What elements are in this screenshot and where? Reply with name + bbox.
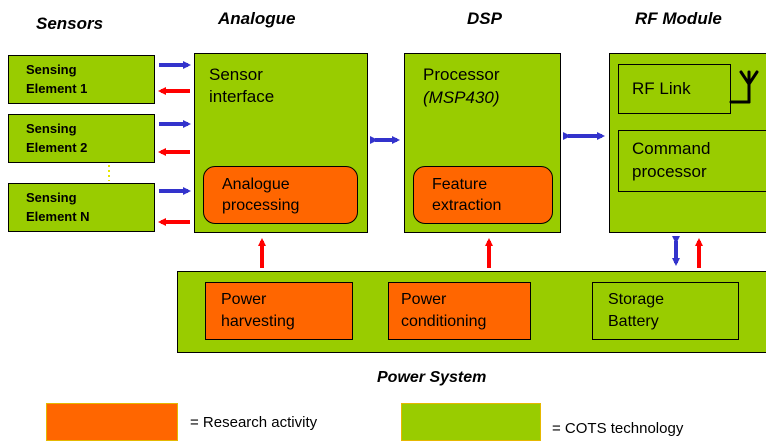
heading-sensors: Sensors [36,14,104,33]
analogue-processing-block: Analogue processing [203,166,358,224]
heading-power-system: Power System [377,369,487,386]
sensing-element-1-line1: Sensing [26,62,77,77]
sensing-element-n-line1: Sensing [26,190,77,205]
rf-link-label: RF Link [632,79,691,98]
power-conditioning-line2: conditioning [401,313,487,330]
sensing-element-n-line2: Element N [26,209,90,224]
legend-research-label: = Research activity [190,414,318,431]
processor-title-line2: (MSP430) [423,88,500,107]
storage-battery-line1: Storage [608,291,665,308]
legend-cots-label: = COTS technology [552,420,684,437]
power-harvesting-line1: Power [221,291,267,308]
power-conditioning-line1: Power [401,291,447,308]
power-harvesting-block: Power harvesting [205,282,353,340]
sensor-interface-title-line2: interface [209,87,275,106]
sensing-element-2: Sensing Element 2 [8,114,155,163]
feature-extraction-line1: Feature [432,176,488,193]
feature-extraction-block: Feature extraction [413,166,553,224]
storage-battery-line2: Battery [608,313,659,330]
sensor-interface-title-line1: Sensor [209,65,263,84]
command-processor-line2: processor [632,162,707,181]
processor-title-line1: Processor [423,65,500,84]
sensing-element-2-line1: Sensing [26,121,77,136]
sensing-element-1-line2: Element 1 [26,81,88,96]
heading-dsp: DSP [467,9,502,28]
legend-cots-swatch [401,403,541,441]
antenna-icon [729,70,759,104]
legend-research-swatch [46,403,178,441]
command-processor-line1: Command [632,139,711,158]
storage-battery-block: Storage Battery [592,282,739,340]
sensing-element-1: Sensing Element 1 [8,55,155,104]
heading-analogue: Analogue [218,9,296,28]
sensing-element-2-line2: Element 2 [26,140,88,155]
command-processor-block: Command processor [618,130,766,192]
power-conditioning-block: Power conditioning [388,282,531,340]
analogue-processing-line2: processing [222,197,300,214]
analogue-processing-line1: Analogue [222,176,290,193]
feature-extraction-line2: extraction [432,197,502,214]
rf-link-block: RF Link [618,64,731,114]
sensing-element-n: Sensing Element N [8,183,155,232]
power-harvesting-line2: harvesting [221,313,295,330]
heading-rf-module: RF Module [635,9,722,28]
